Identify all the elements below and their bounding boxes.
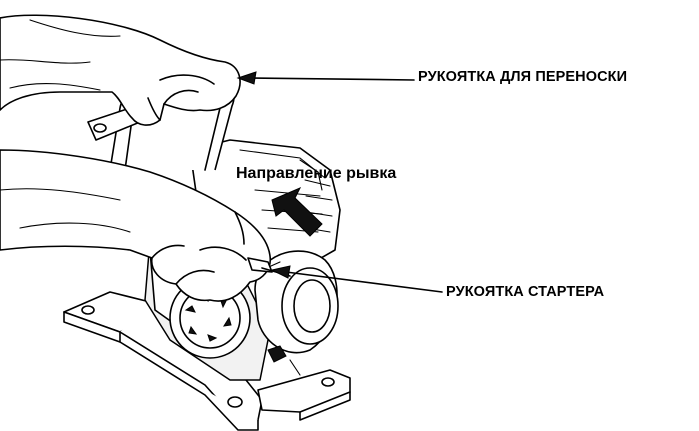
starter-handle-label: РУКОЯТКА СТАРТЕРА	[446, 285, 604, 300]
carry-handle-label: РУКОЯТКА ДЛЯ ПЕРЕНОСКИ	[418, 70, 627, 85]
pull-direction-label: Направление рывка	[236, 166, 396, 182]
leader-carry	[238, 72, 414, 84]
